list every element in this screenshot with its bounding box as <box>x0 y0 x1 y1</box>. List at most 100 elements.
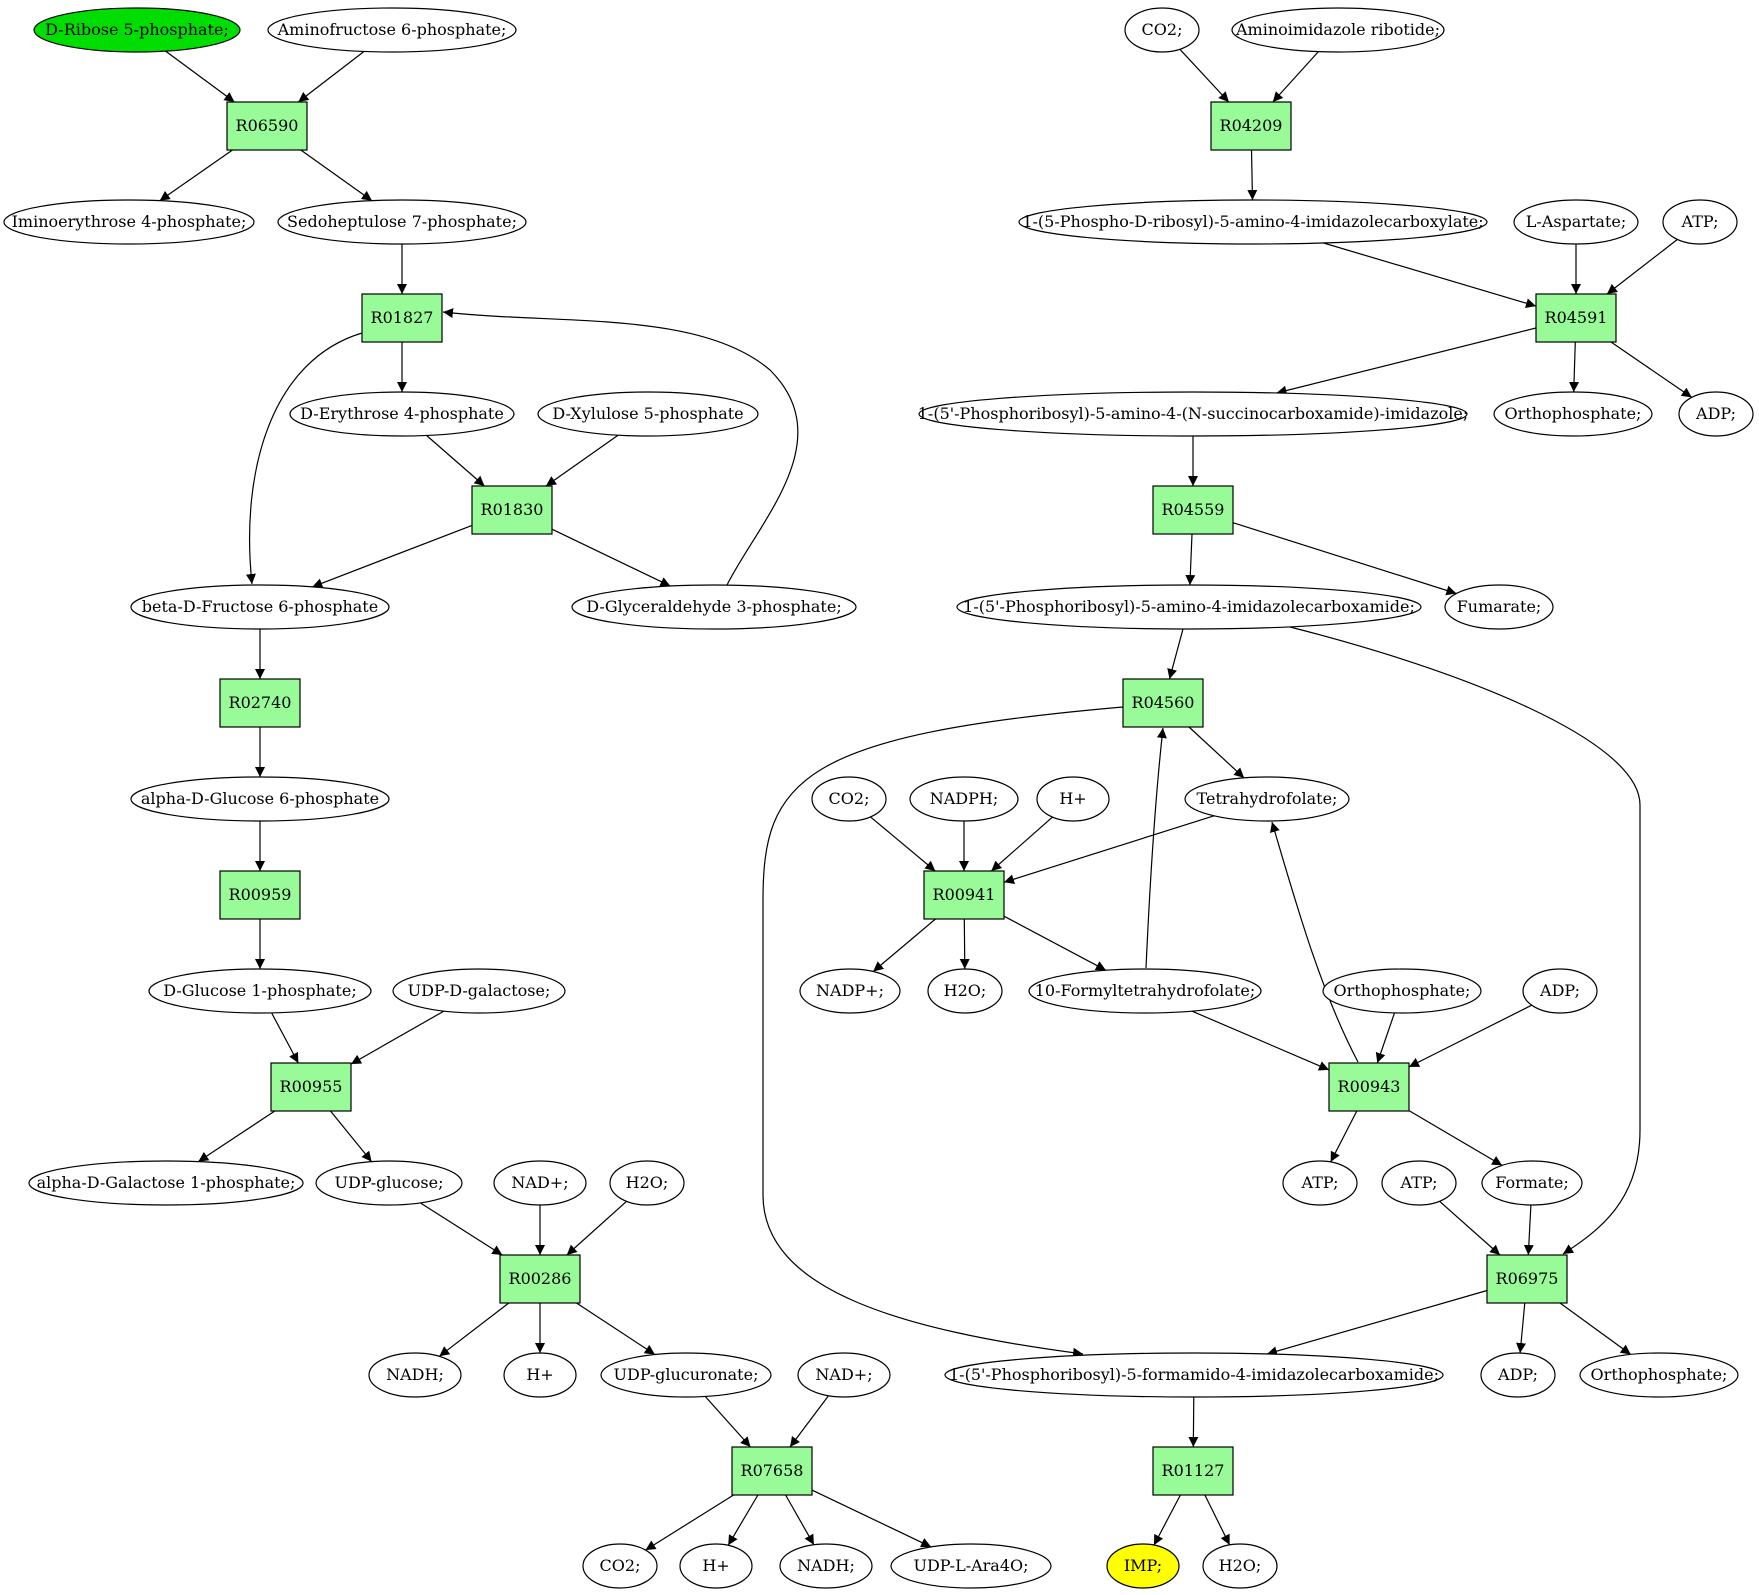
metabolite-label: NAD+; <box>815 1365 872 1384</box>
metabolite-label: ADP; <box>1539 981 1580 1000</box>
metabolite-ellipse <box>927 968 1003 1014</box>
edge-m_af6p-to-r_06590 <box>297 50 365 103</box>
metabolite-node: Orthophosphate; <box>1493 391 1653 437</box>
metabolite-label: UDP-glucuronate; <box>614 1365 759 1384</box>
reaction-label: R00286 <box>509 1269 572 1288</box>
reaction-node: R00286 <box>499 1254 581 1304</box>
metabolite-label: L-Aspartate; <box>1526 212 1626 231</box>
metabolite-ellipse <box>797 1352 891 1398</box>
reaction-node: R00941 <box>923 870 1005 920</box>
reaction-node: R07658 <box>731 1446 813 1496</box>
metabolite-label: NAD+; <box>511 1173 568 1192</box>
edge-r_06975-to-m_pi3 <box>1559 1302 1632 1355</box>
reaction-node: R06590 <box>226 101 308 151</box>
edge-m_pi2-to-r_00943 <box>1375 1012 1396 1064</box>
metabolite-node: Fumarate; <box>1444 584 1554 630</box>
metabolite-node: D-Glucose 1-phosphate; <box>148 968 372 1014</box>
edge-r_00943-to-m_atp2 <box>1330 1110 1358 1163</box>
metabolite-label: 1-(5'-Phosphoribosyl)-5-amino-4-imidazol… <box>963 597 1415 616</box>
metabolite-ellipse <box>289 391 515 437</box>
metabolite-node: ADP; <box>1480 1352 1556 1398</box>
metabolite-label: NADH; <box>386 1365 444 1384</box>
metabolite-ellipse <box>1231 7 1445 53</box>
edge-r_04591-to-m_pi1 <box>1569 341 1580 393</box>
reaction-box <box>1535 293 1617 343</box>
reaction-box <box>1152 1446 1234 1496</box>
edge-layer <box>159 48 1693 1551</box>
edge-r_01830-to-m_bf6p <box>312 524 473 588</box>
edge-r_06590-to-m_ie4p <box>159 149 233 202</box>
metabolite-node: Sedoheptulose 7-phosphate; <box>277 199 527 245</box>
metabolite-ellipse <box>944 1352 1444 1398</box>
metabolite-node: Aminofructose 6-phosphate; <box>267 7 517 53</box>
edge-r_01827-to-m_bf6p <box>245 332 363 585</box>
metabolite-node: L-Aspartate; <box>1513 199 1639 245</box>
reaction-node: R01830 <box>471 485 553 535</box>
metabolite-ellipse <box>609 1160 685 1206</box>
metabolite-node: UDP-glucose; <box>315 1160 463 1206</box>
metabolite-label: ATP; <box>1681 212 1719 231</box>
reaction-label: R01830 <box>481 500 544 519</box>
metabolite-ellipse <box>956 584 1422 630</box>
metabolite-label: NADPH; <box>930 789 999 808</box>
metabolite-node: alpha-D-Galactose 1-phosphate; <box>28 1160 304 1206</box>
edge-m_h2o1-to-r_00286 <box>566 1200 628 1256</box>
metabolite-label: IMP; <box>1124 1556 1162 1575</box>
reaction-label: R00955 <box>280 1077 343 1096</box>
metabolite-label: NADH; <box>797 1556 855 1575</box>
reaction-node: R04591 <box>1535 293 1617 343</box>
metabolite-node: D-Ribose 5-phosphate; <box>33 7 241 53</box>
metabolite-ellipse <box>277 199 527 245</box>
metabolite-label: 1-(5'-Phosphoribosyl)-5-formamido-4-imid… <box>949 1365 1439 1384</box>
metabolite-node: NADH; <box>779 1543 873 1589</box>
edge-r_01830-to-m_g3p <box>551 528 671 587</box>
metabolite-label: D-Glucose 1-phosphate; <box>163 981 356 1000</box>
metabolite-ellipse <box>503 1352 577 1398</box>
metabolite-label: CO2; <box>600 1556 641 1575</box>
edge-r_00286-to-m_nadh1 <box>438 1302 510 1357</box>
metabolite-label: alpha-D-Galactose 1-phosphate; <box>37 1173 296 1192</box>
edge-m_udpglc-to-r_00286 <box>419 1202 503 1256</box>
edge-m_nad2-to-r_07658 <box>789 1395 829 1448</box>
metabolite-ellipse <box>811 776 887 822</box>
reaction-label: R04560 <box>1132 693 1195 712</box>
metabolite-ellipse <box>1018 199 1488 245</box>
metabolite-label: UDP-D-galactose; <box>408 981 551 1000</box>
metabolite-node: 1-(5-Phospho-D-ribosyl)-5-amino-4-imidaz… <box>1018 199 1488 245</box>
reaction-label: R00943 <box>1338 1077 1401 1096</box>
metabolite-node: UDP-glucuronate; <box>600 1352 772 1398</box>
metabolite-label: 10-Formyltetrahydrofolate; <box>1035 981 1255 1000</box>
metabolite-ellipse <box>1036 776 1110 822</box>
metabolite-ellipse <box>1678 391 1754 437</box>
edge-m_udpgal-to-r_00955 <box>350 1010 445 1065</box>
edge-r_07658-to-m_h2 <box>727 1494 759 1546</box>
edge-m_formate-to-r_06975 <box>1523 1204 1534 1256</box>
metabolite-label: ADP; <box>1497 1365 1538 1384</box>
edge-m_r5p-to-r_06590 <box>165 50 235 103</box>
metabolite-ellipse <box>130 776 390 822</box>
metabolite-label: Aminoimidazole ribotide; <box>1235 20 1440 39</box>
metabolite-label: UDP-L-Ara4O; <box>913 1556 1028 1575</box>
metabolite-ellipse <box>909 776 1019 822</box>
metabolite-ellipse <box>33 7 241 53</box>
metabolite-ellipse <box>779 1543 873 1589</box>
metabolite-node: Orthophosphate; <box>1579 1352 1739 1398</box>
node-layer: D-Ribose 5-phosphate; Aminofructose 6-pho… <box>3 7 1754 1589</box>
reaction-box <box>731 1446 813 1496</box>
metabolite-ellipse <box>1322 968 1482 1014</box>
edge-r_00943-to-m_thf <box>1270 821 1359 1063</box>
edge-r_01127-to-m_h2o3 <box>1204 1494 1231 1546</box>
metabolite-ellipse <box>1202 1543 1278 1589</box>
edge-r_04560-to-m_thf <box>1188 726 1245 779</box>
metabolite-ellipse <box>571 584 857 630</box>
edge-r_07658-to-m_co2b <box>645 1494 734 1551</box>
reaction-box <box>923 870 1005 920</box>
metabolite-label: CO2; <box>829 789 870 808</box>
edge-m_fthf-to-r_04560 <box>1145 727 1167 969</box>
reaction-label: R04591 <box>1545 308 1608 327</box>
metabolite-label: Tetrahydrofolate; <box>1197 789 1338 808</box>
metabolite-node: D-Erythrose 4-phosphate <box>289 391 515 437</box>
metabolite-label: NADP+; <box>816 981 884 1000</box>
edge-m_aicar-to-r_06975 <box>1289 626 1641 1255</box>
metabolite-node: CO2; <box>1124 7 1200 53</box>
